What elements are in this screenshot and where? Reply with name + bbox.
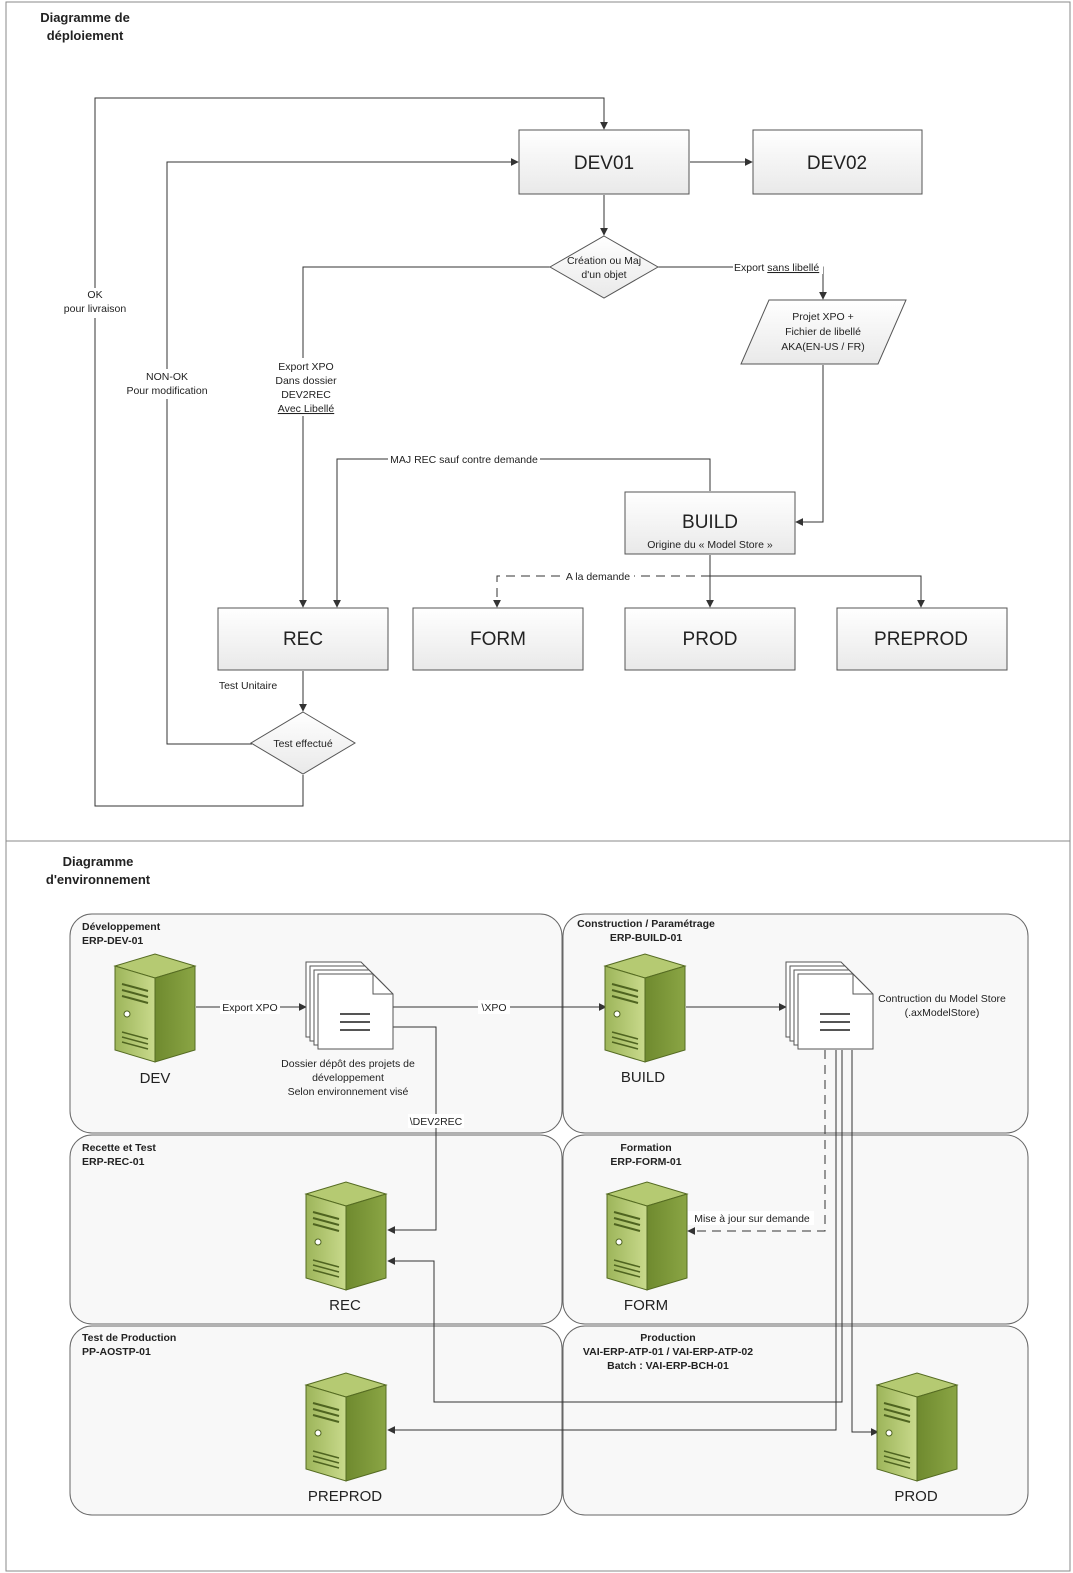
node-build-label: BUILD [682,512,738,533]
node-preprod: PREPROD [836,607,1008,671]
export-sans-libelle-label: Export sans libellé [734,262,819,274]
environment-title-line1: Diagramme [63,854,134,869]
maj-rec-label: MAJ REC sauf contre demande [390,454,538,466]
node-rec-label: REC [283,629,323,650]
export-xpo-line3: DEV2REC [281,389,331,401]
form-server-icon [606,1181,688,1291]
depot-label-line1: Dossier dépôt des projets de [281,1058,415,1070]
zone-prod-title: Production [640,1332,695,1344]
node-dev01-label: DEV01 [574,153,634,174]
depot-label-line2: développement [312,1072,384,1084]
test-unitaire-label: Test Unitaire [219,680,278,692]
deployment-title-line2: déploiement [47,28,124,43]
deployment-title-line1: Diagramme de [40,10,130,25]
node-dev02: DEV02 [752,129,923,195]
dev-server-label: DEV [140,1070,171,1087]
rec-server-icon [305,1181,387,1291]
build-server-icon [604,953,686,1063]
deployment-panel [5,1,1071,842]
decision-test-effectue: Test effectué [250,711,356,775]
prod-server-icon [876,1372,958,1482]
export-sans-prefix: Export [734,262,767,274]
export-xpo-line4: Avec Libellé [278,403,335,415]
test-effectue-label: Test effectué [273,738,333,750]
node-prod-label: PROD [683,629,738,650]
node-form-label: FORM [470,629,526,650]
zone-form-host: ERP-FORM-01 [610,1156,681,1168]
preprod-server-label: PREPROD [308,1488,382,1505]
xpo-line2: Fichier de libellé [785,326,861,338]
node-form: FORM [412,607,584,671]
zone-dev-host: ERP-DEV-01 [82,935,143,947]
zone-prod-host2: Batch : VAI-ERP-BCH-01 [607,1360,729,1372]
zone-build-host: ERP-BUILD-01 [610,932,683,944]
prod-server-label: PROD [894,1488,938,1505]
zone-preprod-title: Test de Production [82,1332,176,1344]
rec-server-label: REC [329,1297,361,1314]
zone-preprod-host: PP-AOSTP-01 [82,1346,151,1358]
data-xpo-libelle: Projet XPO + Fichier de libellé AKA(EN-U… [740,299,907,365]
node-dev02-label: DEV02 [807,153,867,174]
a-la-demande-label: A la demande [566,571,630,583]
zone-form-title: Formation [620,1142,671,1154]
export-sans-underlined: sans libellé [767,262,819,274]
export-xpo-line1: Export XPO [278,361,333,373]
node-preprod-label: PREPROD [874,629,968,650]
export-xpo-env-label: Export XPO [222,1002,277,1014]
model-store-line2: (.axModelStore) [905,1007,980,1019]
environment-title-line2: d'environnement [46,872,151,887]
preprod-server-icon [305,1372,387,1482]
node-dev01: DEV01 [518,129,690,195]
ok-label-line2: pour livraison [64,303,127,315]
xpo-line3: AKA(EN-US / FR) [781,341,864,353]
build-server-label: BUILD [621,1069,665,1086]
zone-rec-host: ERP-REC-01 [82,1156,145,1168]
nonok-label-line1: NON-OK [146,371,188,383]
depot-label-line3: Selon environnement visé [288,1086,409,1098]
export-xpo-line2: Dans dossier [275,375,337,387]
a-la-demande-dashed-connector [493,575,710,608]
node-prod: PROD [624,607,796,671]
nonok-label-line2: Pour modification [126,385,207,397]
form-server-label: FORM [624,1297,668,1314]
decision-creation-maj: Création ou Maj d'un objet [548,235,660,299]
zone-dev-title: Développement [82,921,161,933]
dev-server-icon [114,953,196,1063]
node-rec: REC [217,607,389,671]
deployment-connectors [94,97,925,807]
decision-creation-line1: Création ou Maj [567,255,641,267]
zone-rec-title: Recette et Test [82,1142,156,1154]
ok-label-line1: OK [87,289,102,301]
zone-build-title: Construction / Paramétrage [577,918,715,930]
xpo-path-label: \XPO [481,1002,506,1014]
node-build-sub: Origine du « Model Store » [647,539,773,551]
dev2rec-path-label: \DEV2REC [410,1116,463,1128]
xpo-line1: Projet XPO + [792,311,854,323]
node-build: BUILD Origine du « Model Store » [624,491,796,555]
model-store-line1: Contruction du Model Store [878,993,1006,1005]
zone-prod-host1: VAI-ERP-ATP-01 / VAI-ERP-ATP-02 [583,1346,753,1358]
maj-sur-demande-dashed-connector [687,1050,826,1235]
decision-creation-line2: d'un objet [581,269,626,281]
maj-sur-demande-label: Mise à jour sur demande [694,1213,810,1225]
